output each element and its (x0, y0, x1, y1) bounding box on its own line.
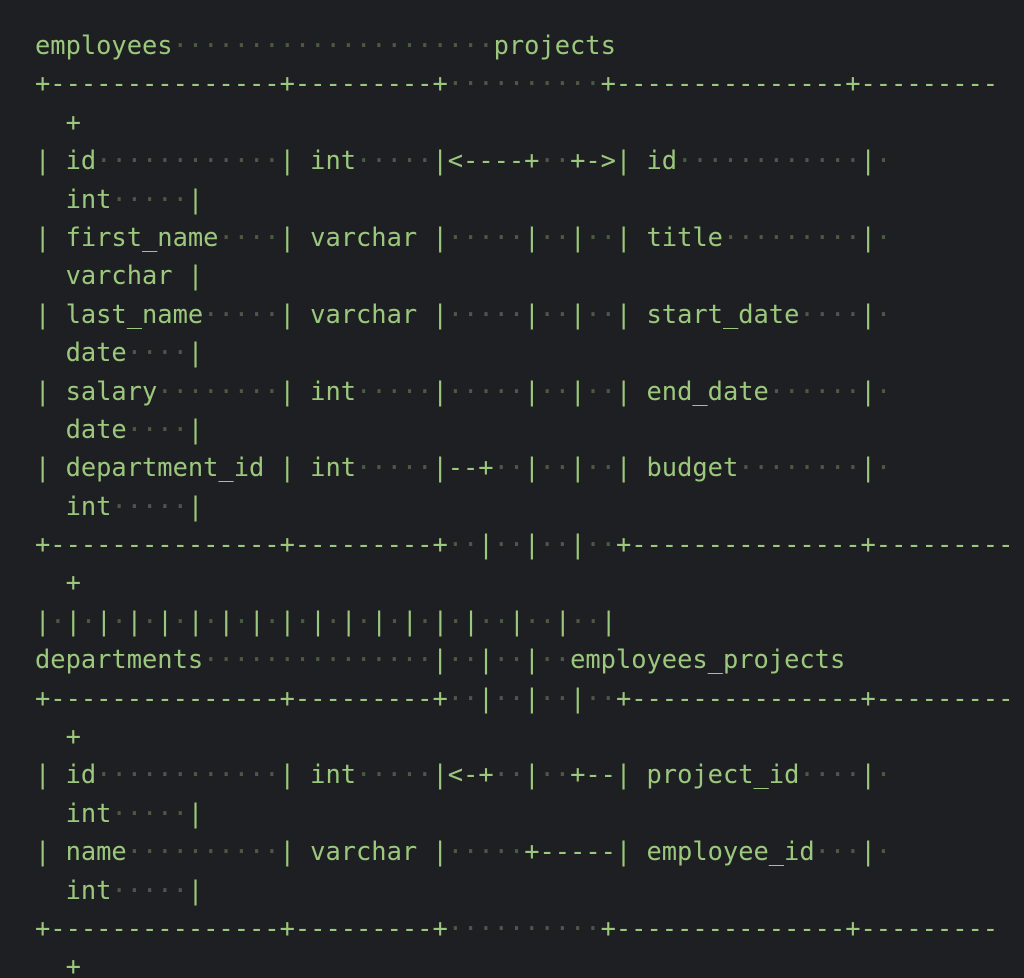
code-line: +---------------+---------+··|··|··|··+-… (35, 682, 1014, 713)
code-line: + (35, 567, 81, 598)
code-line: int·····| (35, 797, 204, 828)
code-line: int·····| (35, 874, 204, 905)
code-line: + (35, 721, 81, 752)
code-line: +---------------+---------+··········+--… (35, 912, 999, 943)
code-line: int·····| (35, 183, 204, 214)
code-line: +---------------+---------+··········+--… (35, 68, 999, 99)
code-line: employees·····················projects (35, 30, 616, 60)
code-line: +---------------+---------+··|··|··|··+-… (35, 529, 1014, 560)
code-line: | id············| int·····|<-+··|··+--| … (35, 759, 892, 790)
code-line: | name··········| varchar |·····+-----| … (35, 836, 892, 867)
code-line: + (35, 951, 81, 978)
code-line: | salary········| int·····|·····|··|··| … (35, 375, 892, 406)
code-line: departments···············|··|··|··emplo… (35, 644, 846, 675)
code-line: varchar | (35, 260, 204, 291)
code-line: + (35, 106, 81, 137)
code-line: | last_name·····| varchar |·····|··|··| … (35, 298, 892, 329)
code-line: | first_name····| varchar |·····|··|··| … (35, 221, 892, 252)
code-line: date····| (35, 413, 204, 444)
code-line: date····| (35, 337, 204, 368)
code-line: |·|·|·|·|·|·|·|·|·|·|·|·|·|·|··|··|··| (35, 605, 617, 636)
code-line: | department_id | int·····|--+··|··|··| … (35, 452, 892, 483)
code-line: int·····| (35, 490, 204, 521)
code-line: | id············| int·····|<----+··+->| … (35, 145, 892, 176)
